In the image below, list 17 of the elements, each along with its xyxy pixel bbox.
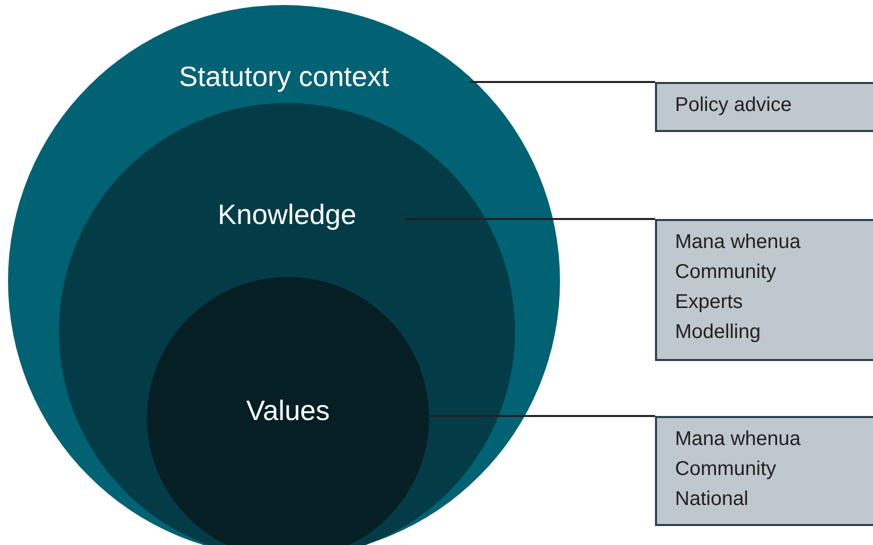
circle-label: Statutory context: [178, 61, 390, 92]
text-box: [655, 82, 873, 132]
list-item: National: [675, 487, 750, 512]
list-item: Mana whenua: [675, 230, 802, 255]
circle-label: Values: [246, 395, 330, 426]
list-item: Modelling: [675, 320, 762, 345]
list-item: Community: [675, 260, 778, 285]
text-box: [655, 416, 873, 526]
list-item: Experts: [675, 290, 744, 315]
list-item: Community: [675, 457, 778, 482]
leader-line: [470, 81, 655, 83]
list-item: Policy advice: [675, 93, 793, 118]
circle-label: Knowledge: [218, 199, 356, 230]
leader-line: [405, 218, 655, 220]
leader-line: [428, 415, 655, 417]
list-item: Mana whenua: [675, 427, 802, 452]
text-box: [655, 219, 873, 361]
